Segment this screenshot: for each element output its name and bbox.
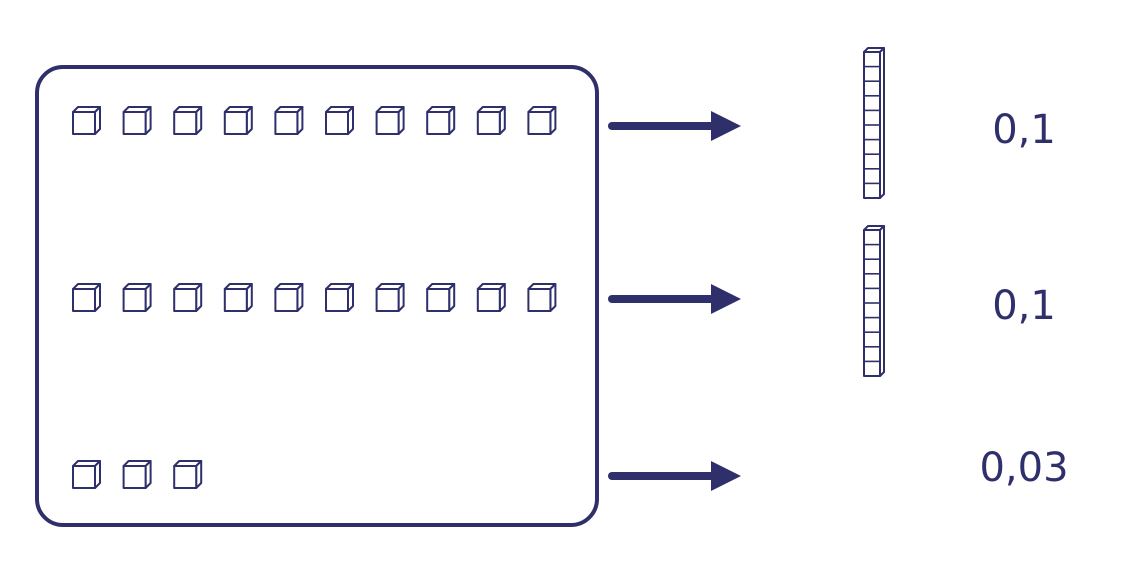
unit-cube-row-2-8 <box>426 283 456 312</box>
value-label-row-1: 0,1 <box>992 107 1056 153</box>
group-row-3 <box>72 460 741 491</box>
group-row-1 <box>72 47 885 199</box>
unit-cube-row-1-6 <box>325 106 354 135</box>
unit-cube-row-1-10 <box>527 106 557 135</box>
unit-cube-row-1-5 <box>274 106 304 135</box>
unit-cube-row-1-2 <box>122 106 152 135</box>
cube-container-box <box>35 65 599 527</box>
unit-cube-row-1-9 <box>476 106 506 135</box>
unit-cube-row-2-4 <box>223 283 253 312</box>
unit-cube-row-1-8 <box>426 106 456 135</box>
unit-cube-row-2-5 <box>274 283 304 312</box>
value-label-row-3: 0,03 <box>979 445 1068 491</box>
unit-cube-row-1-1 <box>72 106 101 135</box>
value-labels: 0,1 0,1 0,03 <box>979 107 1068 491</box>
arrow-row-1 <box>608 111 741 141</box>
group-row-2 <box>72 225 885 377</box>
unit-cube-row-2-9 <box>476 283 506 312</box>
value-label-row-2: 0,1 <box>992 283 1056 329</box>
unit-cube-row-3-2 <box>122 460 152 489</box>
unit-cube-row-3-1 <box>72 460 101 489</box>
unit-cube-row-2-1 <box>72 283 101 312</box>
unit-cube-row-2-2 <box>122 283 152 312</box>
unit-cube-row-2-6 <box>325 283 354 312</box>
unit-cube-row-2-10 <box>527 283 557 312</box>
unit-cube-row-3-3 <box>173 460 203 489</box>
arrow-row-3 <box>608 461 741 491</box>
unit-cube-row-1-3 <box>173 106 203 135</box>
unit-cube-row-2-7 <box>375 283 405 312</box>
unit-cube-row-1-4 <box>223 106 253 135</box>
ten-rod-row-1 <box>863 47 885 199</box>
unit-cube-row-1-7 <box>375 106 405 135</box>
arrow-row-2 <box>608 284 741 314</box>
ten-rod-row-2 <box>863 225 885 377</box>
groups-layer <box>72 47 885 491</box>
unit-cube-row-2-3 <box>173 283 203 312</box>
